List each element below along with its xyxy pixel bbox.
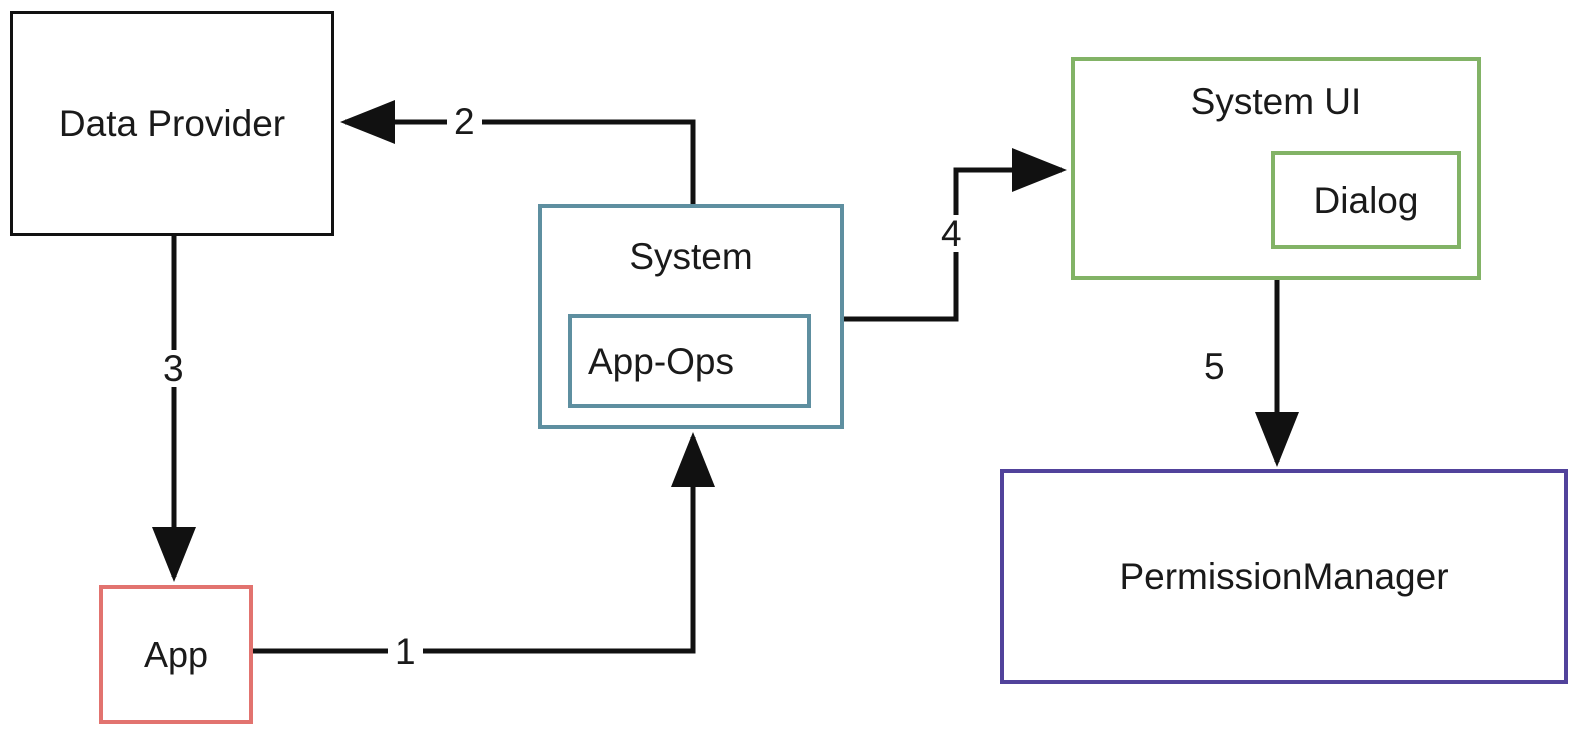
edge-1-path xyxy=(253,432,715,654)
node-app-ops[interactable]: App-Ops xyxy=(568,314,811,408)
edge-2-path xyxy=(340,100,696,204)
node-dialog[interactable]: Dialog xyxy=(1271,151,1461,249)
edge-1-label: 1 xyxy=(388,633,423,670)
node-data-provider[interactable]: Data Provider xyxy=(10,11,334,236)
edge-2-label: 2 xyxy=(447,103,482,140)
edge-4-label: 4 xyxy=(934,215,969,252)
node-app[interactable]: App xyxy=(99,585,253,724)
node-app-label: App xyxy=(143,633,209,675)
node-system-ui-label: System UI xyxy=(1190,81,1362,122)
edge-3-label: 3 xyxy=(156,350,191,387)
node-dialog-label: Dialog xyxy=(1313,179,1419,221)
edge-5-label: 5 xyxy=(1204,346,1225,387)
node-data-provider-label: Data Provider xyxy=(58,103,286,144)
node-permission-manager-label: PermissionManager xyxy=(1119,556,1449,597)
node-system-label: System xyxy=(629,236,753,277)
node-app-ops-label: App-Ops xyxy=(588,340,735,382)
node-permission-manager[interactable]: PermissionManager xyxy=(1000,469,1568,684)
